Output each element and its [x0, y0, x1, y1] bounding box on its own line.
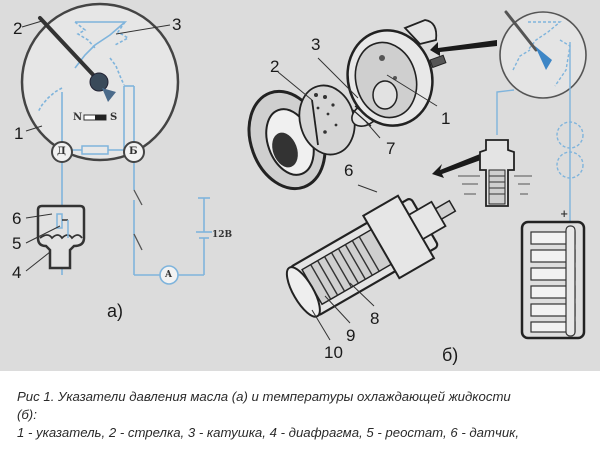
callout-b-2: 2	[270, 57, 280, 76]
diagram-drawing	[20, 2, 587, 341]
battery-voltage-label: 12В	[212, 230, 233, 240]
callout-b-8: 8	[370, 309, 380, 328]
callout-b-10: 10	[324, 343, 343, 362]
callout-b-1: 1	[441, 109, 451, 128]
caption-line-1: Рис 1. Указатели давления масла (а) и те…	[17, 389, 511, 404]
callout-6: 6	[12, 209, 22, 228]
callout-2: 2	[13, 19, 23, 38]
callout-5: 5	[12, 234, 22, 253]
panel-b-label: б)	[442, 345, 459, 365]
callout-1: 1	[14, 124, 24, 143]
magnet-north-label: N	[73, 112, 83, 123]
resistor	[81, 145, 109, 155]
diagram-figure: 2 3 1 6 5 4 Д Б N S 12В A а) 2 3 1 7 6 8…	[0, 0, 600, 371]
panel-a-label: а)	[107, 301, 124, 321]
callout-4: 4	[12, 263, 22, 282]
callout-b-3: 3	[311, 35, 321, 54]
caption-line-2: (б):	[17, 407, 37, 422]
battery-plus-label: +	[560, 209, 569, 220]
ammeter-label: A	[165, 270, 172, 280]
magnet-south-label: S	[110, 112, 118, 123]
callout-b-6: 6	[344, 161, 354, 180]
callout-3: 3	[172, 15, 182, 34]
callout-b-7: 7	[386, 139, 396, 158]
caption-line-3: 1 - указатель, 2 - стрелка, 3 - катушка,…	[17, 425, 520, 440]
callout-b-9: 9	[346, 326, 356, 345]
needle-arrow	[38, 16, 100, 82]
terminal-b-label: Б	[129, 146, 138, 157]
figure-caption: Рис 1. Указатели давления масла (а) и те…	[17, 388, 587, 442]
terminal-d-label: Д	[57, 146, 66, 157]
